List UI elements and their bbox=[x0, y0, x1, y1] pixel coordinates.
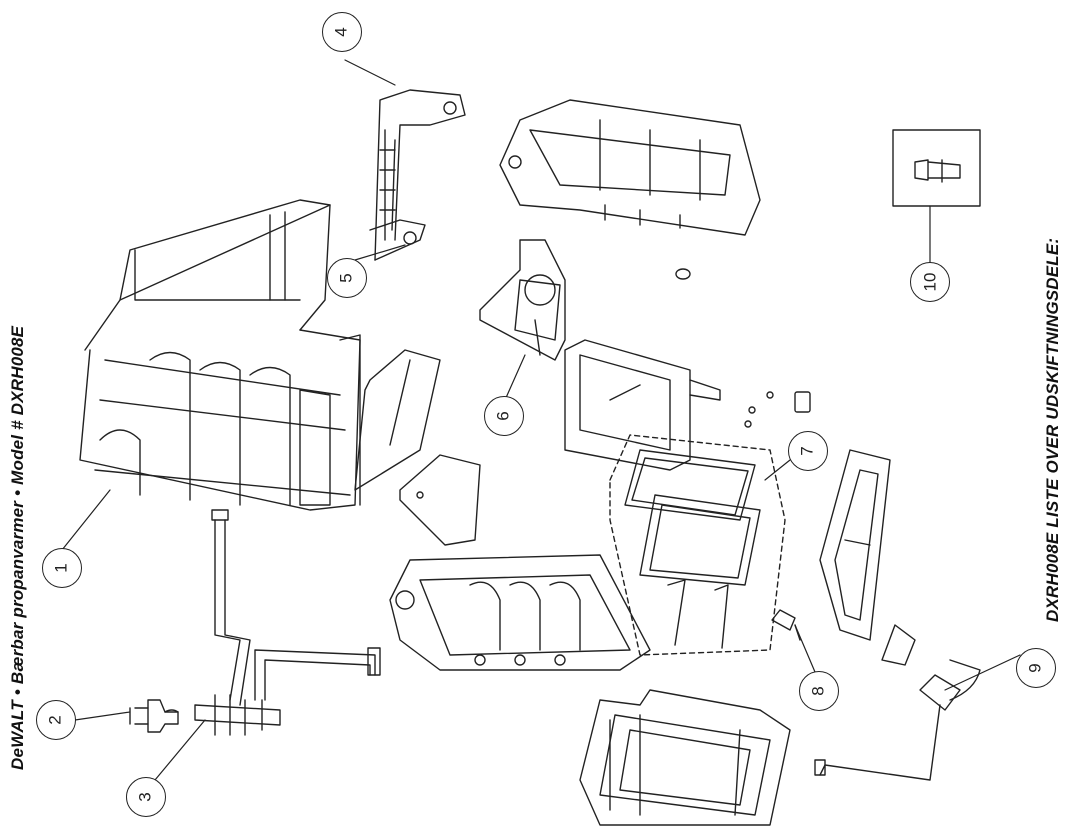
carry-handle-part bbox=[369, 89, 466, 261]
bracket-piece-part bbox=[881, 624, 916, 666]
front-housing-part bbox=[579, 689, 791, 826]
regulator-knob-part bbox=[129, 699, 179, 733]
callout-1: 1 bbox=[42, 548, 82, 588]
callout-4: 4 bbox=[322, 12, 362, 52]
mounting-plate-part bbox=[819, 449, 891, 641]
small-knob-part bbox=[675, 268, 691, 280]
center-panel-part bbox=[354, 349, 441, 491]
parts-list-heading: DXRH008E LISTE OVER UDSKIFTNINGSDELE: bbox=[1043, 237, 1062, 622]
callout-7: 7 bbox=[788, 431, 828, 471]
callout-10: 10 bbox=[910, 262, 950, 302]
rear-housing-part bbox=[499, 99, 761, 236]
fitting-inset-part bbox=[892, 129, 981, 207]
deflector-part bbox=[399, 454, 481, 546]
pilot-assembly-part bbox=[814, 659, 981, 781]
small-fittings-part bbox=[744, 391, 811, 428]
leader-lines bbox=[61, 59, 1021, 781]
callout-9: 9 bbox=[1016, 648, 1056, 688]
control-box-part bbox=[564, 339, 721, 471]
burner-bracket-part bbox=[479, 239, 566, 361]
diagram-title: DeWALT • Bærbar propanvarmer • Model # D… bbox=[8, 325, 27, 770]
gasket-kit-part bbox=[609, 434, 786, 656]
callout-5: 5 bbox=[327, 258, 367, 298]
callout-8: 8 bbox=[799, 671, 839, 711]
igniter-part bbox=[771, 609, 801, 641]
grill-cage-part bbox=[79, 199, 361, 511]
base-tray-part bbox=[389, 554, 651, 671]
callout-6: 6 bbox=[484, 396, 524, 436]
callout-2: 2 bbox=[36, 700, 76, 740]
valve-assembly-part bbox=[194, 509, 381, 736]
callout-3: 3 bbox=[126, 777, 166, 817]
